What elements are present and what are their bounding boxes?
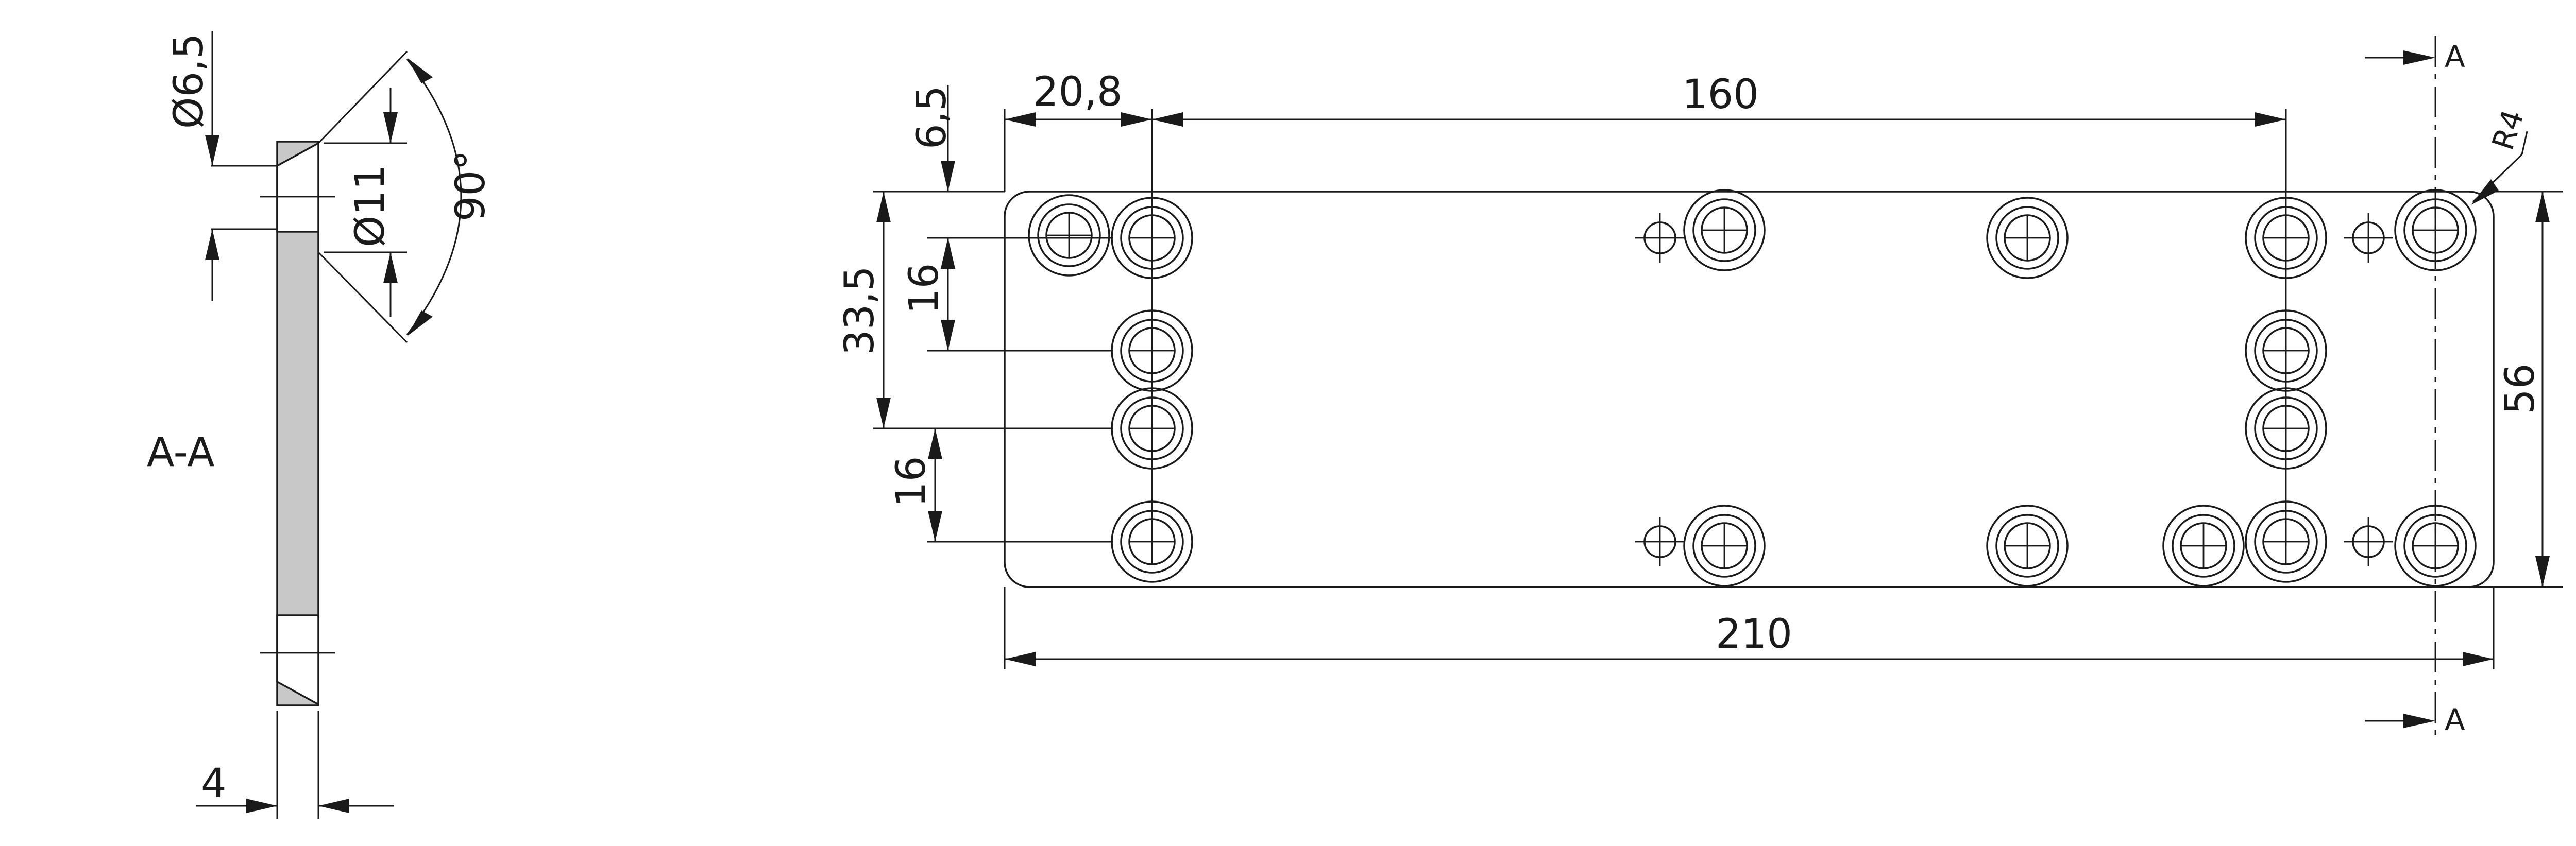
pin-mark (2343, 212, 2394, 264)
hole (1683, 189, 1766, 271)
dim-countersink-diameter: Ø11 (347, 164, 394, 247)
countersink-bottom (276, 614, 319, 706)
hole (1986, 505, 2069, 587)
pin-mark (1634, 516, 1686, 567)
dim-countersink-angle: 90° (448, 150, 494, 221)
hole (1986, 197, 2069, 279)
dim-plate-length: 210 (1716, 611, 1792, 658)
plate-outline (1004, 191, 2495, 588)
section-profile (276, 141, 319, 706)
dim-row-offset-y: 33,5 (837, 266, 883, 355)
dim-plate-height: 56 (2497, 364, 2544, 415)
plan-view: A A R4 20,8 160 6,5 (837, 36, 2563, 737)
dim-hole-diameter: Ø6,5 (166, 33, 212, 129)
dim-row-spacing-lower: 16 (888, 456, 935, 507)
hole (1683, 505, 1766, 587)
section-marker-top: A (2445, 39, 2465, 74)
hole (2162, 505, 2245, 587)
section-marker-bottom: A (2445, 702, 2465, 737)
pin-mark (1634, 212, 1686, 264)
section-label: A-A (147, 429, 214, 476)
dim-hole-spacing-x: 160 (1682, 72, 1759, 118)
section-view: A-A Ø6,5 Ø11 90° (147, 31, 494, 819)
pin-mark (2343, 516, 2394, 567)
countersink-top (276, 142, 319, 233)
dim-row-spacing-upper: 16 (901, 263, 947, 314)
hole (1028, 194, 1110, 277)
dim-edge-offset-y: 6,5 (909, 85, 955, 149)
dim-thickness: 4 (201, 761, 227, 807)
dim-edge-offset-x: 20,8 (1033, 69, 1123, 115)
